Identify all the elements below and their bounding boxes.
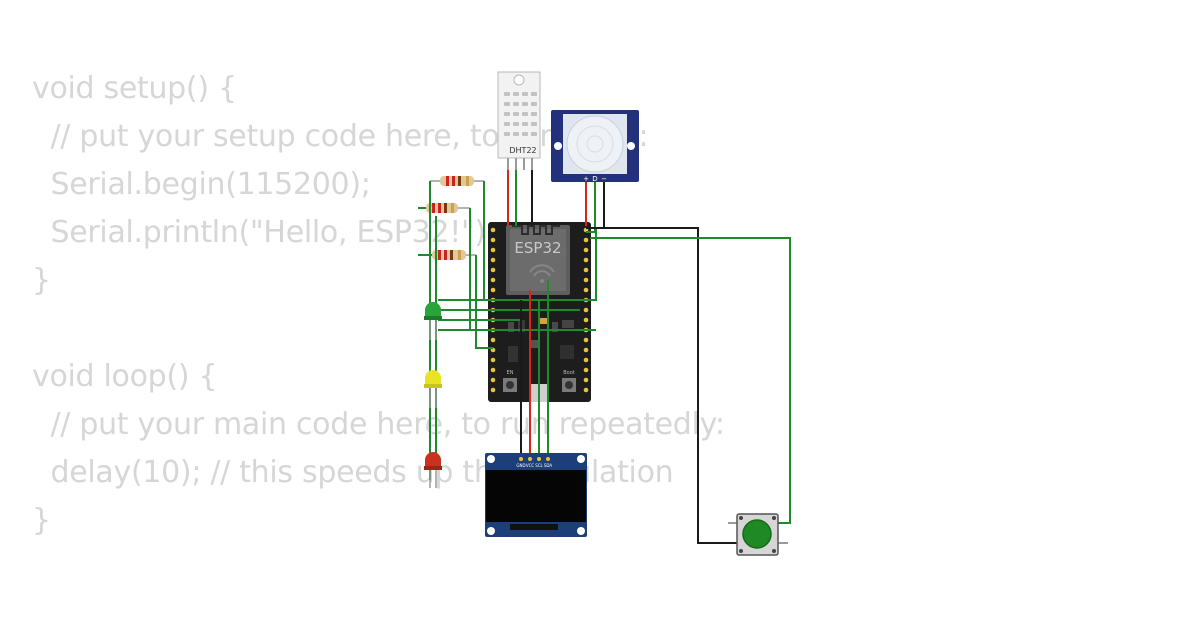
led-green[interactable] [424, 302, 442, 340]
dht22-grille [504, 92, 537, 136]
oled-pin-scl: SCL [535, 463, 543, 468]
boot-label: Boot [563, 370, 575, 376]
code-line: void setup() { [32, 71, 237, 106]
push-button[interactable] [728, 513, 788, 556]
led-yellow[interactable] [424, 370, 442, 408]
pir-sensor[interactable]: + D − [551, 110, 639, 183]
oled-screen [486, 470, 586, 522]
wires [418, 170, 791, 544]
pir-dome [566, 115, 624, 173]
resistor[interactable] [418, 203, 470, 213]
code-line: } [32, 263, 51, 298]
oled-pin-sda: SDA [544, 463, 553, 468]
pir-pin-gnd: − [601, 175, 607, 183]
oled-pin-gnd: GND [516, 463, 525, 468]
dht22-label: DHT22 [509, 146, 536, 155]
pir-pin-vcc: + [583, 175, 589, 183]
en-button[interactable] [503, 378, 517, 392]
resistor[interactable] [430, 176, 484, 186]
esp32-label: ESP32 [514, 239, 561, 257]
code-line: Serial.begin(115200); [32, 167, 371, 202]
en-label: EN [507, 370, 514, 376]
led-red[interactable] [424, 452, 442, 488]
code-line: void loop() { [32, 359, 218, 394]
esp32-pin-headers [490, 227, 589, 393]
oled-pin-vcc: VCC [526, 463, 535, 468]
code-line: Serial.println("Hello, ESP32!"); [32, 215, 496, 250]
wifi-icon [529, 264, 555, 283]
oled-display[interactable]: GND VCC SCL SDA [485, 453, 587, 537]
dht22-sensor[interactable]: DHT22 [497, 71, 541, 170]
boot-button[interactable] [562, 378, 576, 392]
code-line: } [32, 503, 51, 538]
button-cap [742, 519, 772, 549]
pir-pin-data: D [592, 175, 597, 183]
